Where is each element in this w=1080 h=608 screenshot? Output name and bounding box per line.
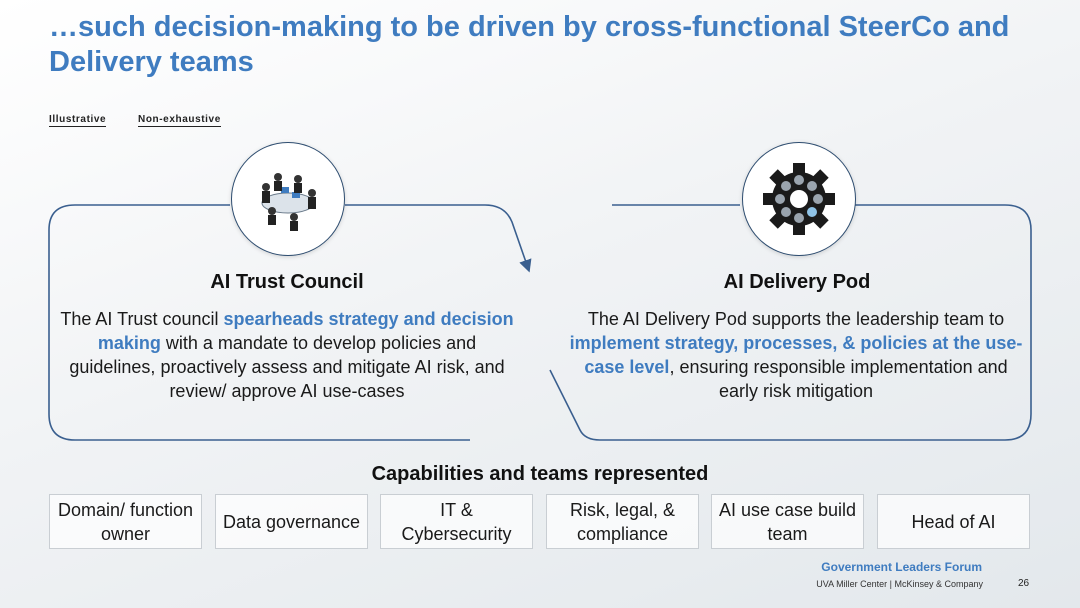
- capabilities-row: Domain/ function owner Data governance I…: [49, 494, 1031, 551]
- capability-it-cybersecurity: IT & Cybersecurity: [380, 494, 533, 549]
- ai-trust-council-title: AI Trust Council: [210, 271, 364, 293]
- capabilities-title: Capabilities and teams represented: [371, 463, 709, 485]
- capability-ai-build-team: AI use case build team: [711, 494, 864, 549]
- page-number: 26: [1018, 578, 1030, 589]
- right-text-pre: The AI Delivery Pod supports the leaders…: [587, 309, 1005, 329]
- capability-domain-owner: Domain/ function owner: [49, 494, 202, 549]
- left-text-highlight: spearheads strategy and decision making: [97, 309, 514, 353]
- left-text-pre: The AI Trust council: [60, 309, 224, 329]
- capability-data-governance: Data governance: [215, 494, 368, 549]
- right-text-post: , ensuring responsible implementation an…: [669, 357, 1008, 401]
- ai-delivery-pod-description: The AI Delivery Pod supports the leaders…: [565, 307, 1027, 403]
- meeting-people-icon: [231, 142, 345, 256]
- footer-source: UVA Miller Center | McKinsey & Company: [816, 579, 983, 589]
- ai-delivery-pod-title: AI Delivery Pod: [723, 271, 871, 293]
- capability-risk-legal: Risk, legal, & compliance: [546, 494, 699, 549]
- page-title: …such decision-making to be driven by cr…: [49, 11, 1010, 78]
- ai-trust-council-description: The AI Trust council spearheads strategy…: [60, 307, 514, 403]
- right-text-highlight: implement strategy, processes, & policie…: [569, 333, 1023, 377]
- left-loop-line: [48, 204, 470, 441]
- non-exhaustive-tag: Non-exhaustive: [138, 114, 221, 127]
- gear-icon: [742, 142, 856, 256]
- capability-head-of-ai: Head of AI: [877, 494, 1030, 549]
- footer-organization: Government Leaders Forum: [821, 560, 982, 574]
- right-loop-line: [549, 204, 1032, 441]
- arrow-to-right-panel: [345, 204, 532, 273]
- left-text-post: with a mandate to develop policies and g…: [69, 333, 505, 401]
- illustrative-tag: Illustrative: [49, 114, 107, 127]
